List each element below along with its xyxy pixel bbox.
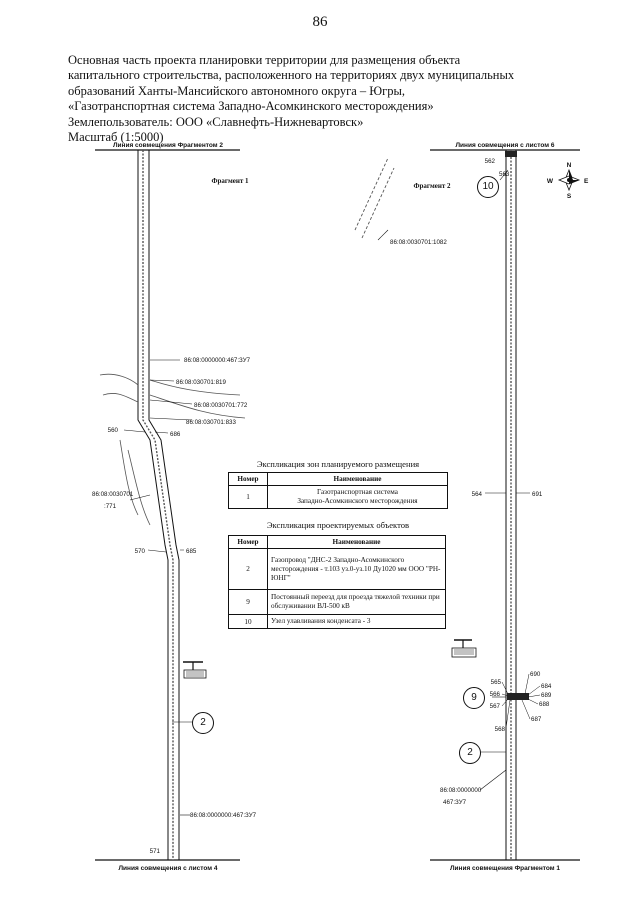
fragment-1-label: Фрагмент 1: [211, 177, 249, 185]
zone-name-line-1: Газотранспортная система: [317, 488, 398, 496]
point-560: 560: [108, 427, 119, 434]
point-565: 565: [491, 679, 502, 686]
zone-name-line-2: Западно-Асомкинского месторождения: [297, 497, 418, 505]
parcel-label-833: 86:08:030701:833: [186, 419, 236, 426]
table-row: 9 Постоянный переезд для проезда тяжелой…: [228, 589, 446, 615]
point-684: 684: [541, 683, 552, 690]
header-line-3: образований Ханты-Мансийского автономног…: [68, 83, 406, 98]
right-corridor: [505, 150, 529, 860]
objects-table-caption: Экспликация проектируемых объектов: [266, 520, 410, 530]
parcel-label-467-bottom: 86:08:0000000:467:ЗУ7: [190, 812, 257, 819]
compass-rose-icon: N S W E: [547, 162, 589, 200]
zones-col-name: Наименование: [267, 472, 448, 486]
match-line-bottom-left-label: Линия совмещения с листом 4: [119, 865, 218, 872]
zones-table-caption: Экспликация зон планируемого размещения: [256, 459, 420, 469]
point-562: 562: [485, 158, 496, 165]
parcel-label-772: 86:08:0030701:772: [194, 402, 248, 409]
point-564: 564: [472, 491, 483, 498]
zone-number: 1: [228, 485, 268, 509]
point-567: 567: [490, 703, 501, 710]
point-688: 688: [539, 701, 550, 708]
point-685: 685: [186, 548, 197, 555]
table-row: 1 Газотранспортная система Западно-Асомк…: [228, 485, 448, 509]
parcel-label-467-right-a: 86:08:0000000: [440, 787, 482, 794]
point-leaders-right: [501, 673, 541, 729]
zones-col-number: Номер: [228, 472, 268, 486]
dashed-feature-line: [354, 157, 395, 239]
parcel-label-467-right-b: 467:ЗУ7: [443, 799, 467, 806]
match-line-top-left-label: Линия совмещения Фрагментом 2: [113, 142, 223, 149]
match-line-top-right-label: Линия совмещения с листом 6: [456, 142, 555, 149]
point-570: 570: [135, 548, 146, 555]
callout-2-right: 2: [459, 742, 481, 764]
zones-table: Номер Наименование 1 Газотранспортная си…: [228, 472, 448, 509]
header-line-2: капитального строительства, расположенно…: [68, 68, 515, 83]
point-571: 571: [150, 848, 161, 855]
parcel-label-467-top: 86:08:0000000:467:ЗУ7: [184, 357, 251, 364]
header-line-1: Основная часть проекта планировки террит…: [68, 53, 461, 67]
header-line-5: Землепользователь: ООО «Славнефть-Нижнев…: [68, 114, 364, 129]
objects-col-number: Номер: [228, 535, 268, 549]
point-686: 686: [170, 431, 181, 438]
compass-west: W: [547, 178, 554, 185]
scale-label: Масштаб (1:5000): [68, 130, 164, 145]
object-number: 9: [228, 589, 268, 615]
left-corridor: [137, 150, 180, 860]
object-number: 2: [228, 548, 268, 590]
point-689: 689: [541, 692, 552, 699]
parcel-label-771-a: 86:08:0030701: [92, 491, 134, 498]
point-566: 566: [490, 691, 501, 698]
table-row: 10 Узел улавливания конденсата - 3: [228, 614, 446, 629]
compass-east: E: [584, 178, 589, 185]
callout-2-left: 2: [192, 712, 214, 734]
zone-name: Газотранспортная система Западно-Асомкин…: [267, 485, 448, 509]
point-687: 687: [531, 716, 542, 723]
parcel-label-1082: 86:08:0030701:1082: [390, 239, 447, 246]
document-header: Основная часть проекта планировки террит…: [68, 53, 608, 145]
compass-south: S: [567, 193, 572, 200]
power-line-symbol-left: [183, 661, 207, 679]
left-terrain-hatching: [99, 373, 246, 526]
callout-10: 10: [477, 176, 499, 198]
point-691: 691: [532, 491, 543, 498]
point-690: 690: [530, 671, 541, 678]
match-line-bottom-right-label: Линия совмещения Фрагментом 1: [450, 865, 560, 872]
table-row: 2 Газопровод "ДНС-2 Западно-Асомкинского…: [228, 548, 446, 590]
object-name: Постоянный переезд для проезда тяжелой т…: [267, 589, 446, 615]
objects-col-name: Наименование: [267, 535, 446, 549]
callout-9: 9: [463, 687, 485, 709]
objects-table: Номер Наименование 2 Газопровод "ДНС-2 З…: [228, 535, 446, 629]
parcel-label-771-b: :771: [104, 503, 117, 510]
power-line-symbol-right: [451, 639, 477, 658]
header-line-4: «Газотранспортная система Западно-Асомки…: [68, 99, 434, 114]
parcel-label-819: 86:08:030701:819: [176, 379, 226, 386]
fragment-2-label: Фрагмент 2: [413, 182, 451, 190]
point-568: 568: [495, 726, 506, 733]
object-name: Газопровод "ДНС-2 Западно-Асомкинского м…: [267, 548, 446, 590]
callout-leaders: [172, 169, 509, 753]
page-number: 86: [312, 14, 328, 30]
object-number: 10: [228, 614, 268, 629]
object-name: Узел улавливания конденсата - 3: [267, 614, 446, 629]
compass-north: N: [567, 162, 572, 169]
